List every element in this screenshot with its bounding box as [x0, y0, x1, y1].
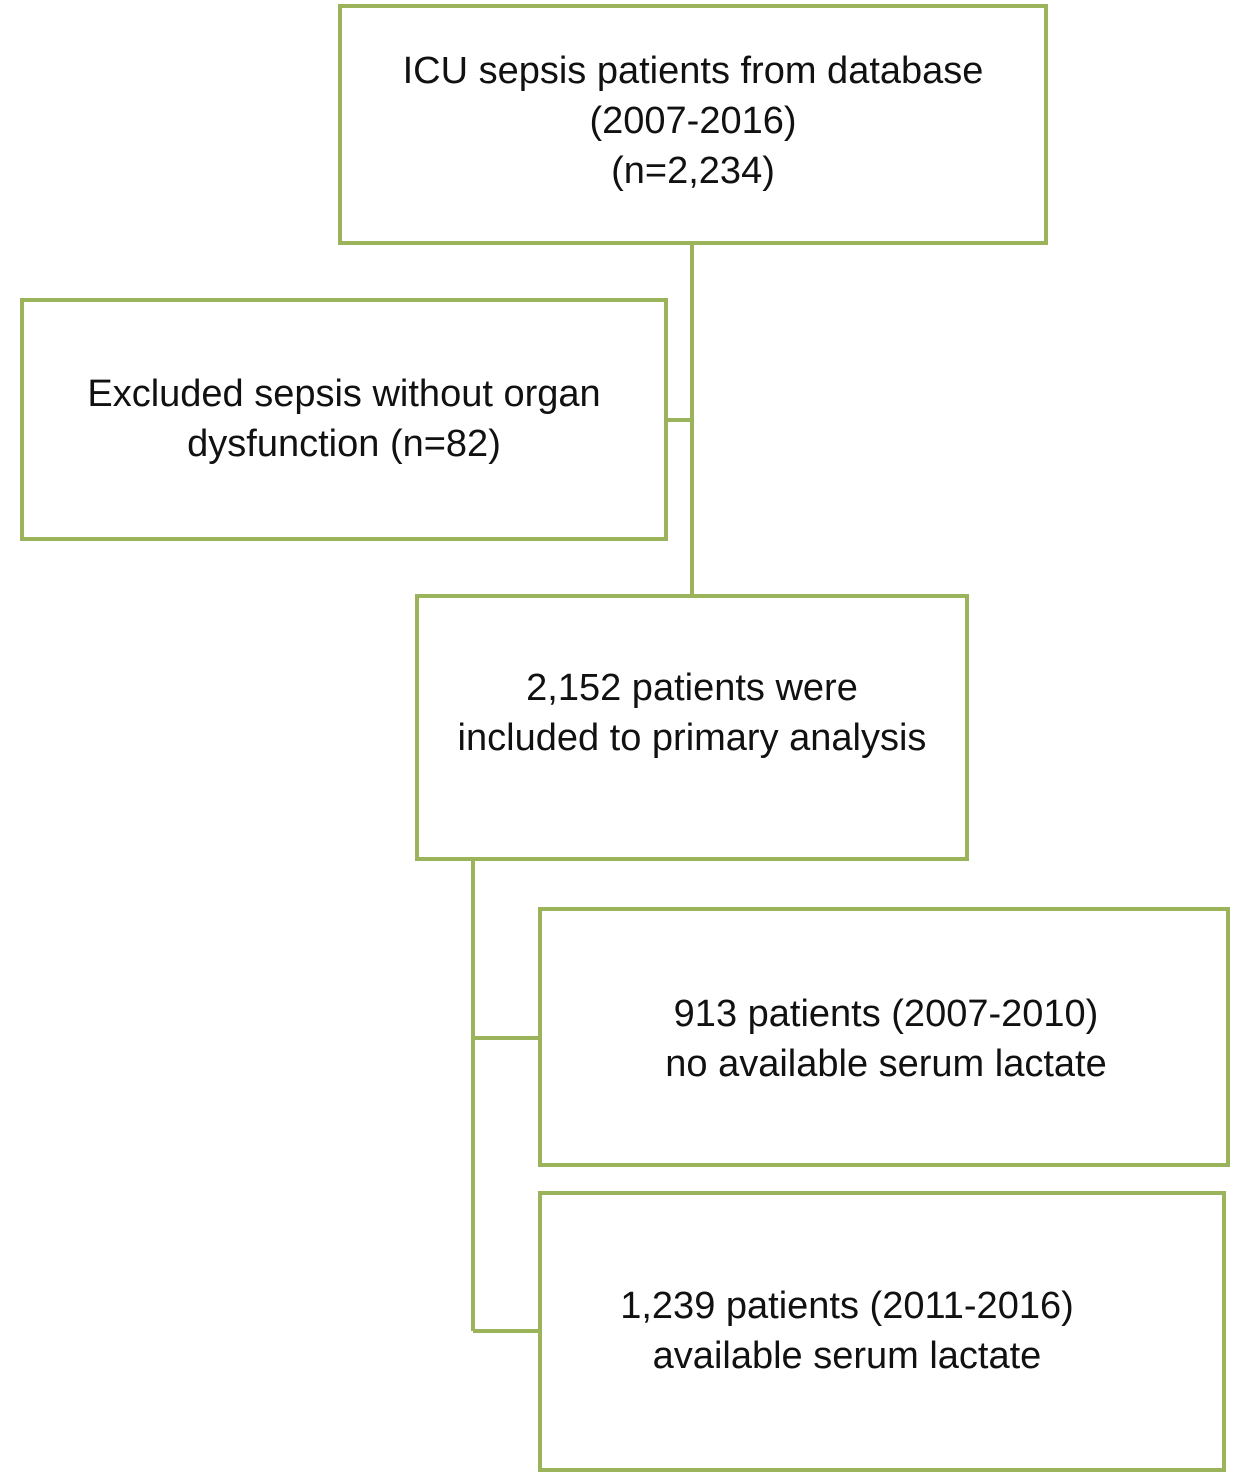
box-source-line-1: ICU sepsis patients from database [402, 50, 984, 92]
box-lactate-line-2: available serum lactate [652, 1335, 1042, 1377]
box-source-population: ICU sepsis patients from database (2007-… [338, 4, 1048, 245]
box-included: 2,152 patients were included to primary … [415, 594, 969, 861]
box-no-lactate: 913 patients (2007-2010) no available se… [538, 907, 1230, 1167]
box-excluded: Excluded sepsis without organ dysfunctio… [20, 298, 668, 541]
box-lactate-line-1: 1,239 patients (2011-2016) [620, 1285, 1074, 1327]
box-source-line-3: (n=2,234) [611, 150, 775, 192]
box-source-line-2: (2007-2016) [589, 100, 797, 142]
box-excluded-line-1: Excluded sepsis without organ [87, 373, 601, 415]
box-lactate: 1,239 patients (2011-2016) available ser… [538, 1191, 1226, 1472]
box-no-lactate-line-2: no available serum lactate [665, 1043, 1107, 1085]
box-included-line-1: 2,152 patients were [526, 667, 858, 709]
box-included-line-2: included to primary analysis [457, 717, 927, 759]
box-no-lactate-line-1: 913 patients (2007-2010) [673, 993, 1099, 1035]
box-excluded-line-2: dysfunction (n=82) [187, 423, 501, 465]
